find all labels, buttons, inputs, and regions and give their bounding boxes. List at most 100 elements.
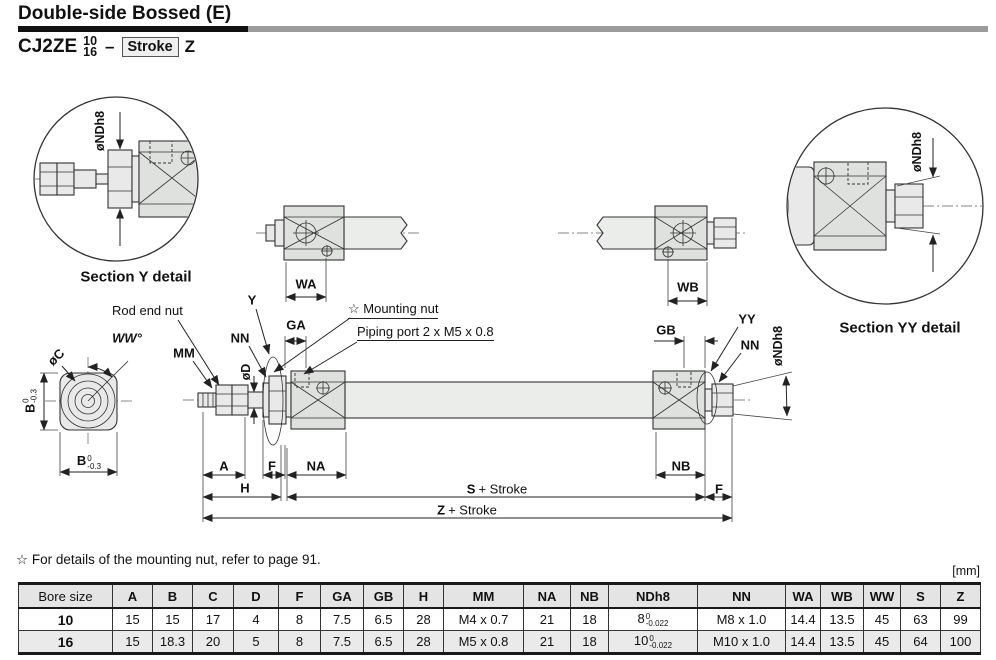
label-wb: WB: [677, 279, 699, 295]
bore-size-stack: 10 16: [83, 34, 98, 59]
plus-stroke-text: + Stroke: [478, 481, 528, 497]
col-header: F: [278, 582, 321, 609]
table-cell: 6.5: [363, 630, 404, 655]
title-underline-gray: [248, 26, 988, 32]
label-wa: WA: [295, 276, 317, 292]
col-header: WB: [820, 582, 864, 609]
table-cell: M4 x 0.7: [443, 607, 524, 631]
label-nn-left: NN: [230, 330, 250, 346]
table-cell: 18.3: [152, 630, 193, 655]
section-y-detail-drawing: [33, 96, 199, 262]
label-ndh8-section-yy: øNDh8: [910, 131, 924, 173]
table-cell: 13.5: [820, 630, 864, 655]
table-cell: 45: [863, 630, 901, 655]
col-header: Bore size: [18, 582, 113, 609]
table-cell: 45: [863, 607, 901, 631]
table-cell: 28: [403, 630, 444, 655]
col-header: NA: [523, 582, 571, 609]
leader-lines: [177, 308, 742, 389]
units-note: [mm]: [952, 564, 980, 578]
label-yy: YY: [738, 311, 756, 327]
col-header: MM: [443, 582, 524, 609]
col-header: NB: [570, 582, 609, 609]
stroke-box: Stroke: [121, 37, 179, 57]
section-yy-caption: Section YY detail: [839, 319, 961, 337]
wb-view-drawing: [558, 205, 748, 306]
label-mm: MM: [173, 345, 195, 361]
label-rod-diameter: øD: [239, 363, 253, 381]
ndh8-tol-lower: -0.022: [645, 619, 669, 629]
detail-dimensions: [250, 336, 793, 424]
table-cell: M10 x 1.0: [697, 630, 786, 655]
bore-bottom: 16: [83, 45, 98, 59]
table-cell: 7.5: [320, 607, 364, 631]
table-cell: 21: [523, 630, 571, 655]
label-ga: GA: [286, 317, 306, 333]
label-oc-diameter: øC: [44, 345, 68, 369]
table-cell: 8: [278, 607, 321, 631]
table-cell: 13.5: [820, 607, 864, 631]
col-header: NDh8: [608, 582, 698, 609]
table-cell: 8: [278, 630, 321, 655]
label-na: NA: [306, 458, 326, 474]
table-cell: M5 x 0.8: [443, 630, 524, 655]
table-cell: 18: [570, 630, 609, 655]
z-letter: Z: [437, 502, 446, 518]
b-tol-lower: -0.3: [29, 389, 38, 403]
label-ndh8-main: øNDh8: [771, 325, 785, 367]
model-suffix: Z: [184, 37, 196, 56]
col-header: WW: [863, 582, 901, 609]
b-letter: B: [76, 452, 87, 468]
col-header: A: [112, 582, 153, 609]
ndh8-tol-upper: 0: [645, 611, 651, 621]
model-number: CJ2ZE 10 16 – Stroke Z: [18, 34, 196, 59]
table-cell: 63: [900, 607, 941, 631]
label-ww-angle: WW°: [112, 330, 142, 346]
table-cell: 15: [152, 607, 193, 631]
table-cell: 99: [940, 607, 981, 631]
col-header: D: [233, 582, 279, 609]
label-mounting-nut: ☆ Mounting nut: [348, 301, 439, 319]
table-header-row: Bore size A B C D F GA GB H MM NA NB NDh…: [18, 582, 981, 609]
table-cell: 21: [523, 607, 571, 631]
label-f-right: F: [715, 481, 723, 497]
ndh8-tol-upper: 0: [649, 633, 654, 643]
table-cell: 16: [18, 630, 113, 655]
col-header: S: [900, 582, 941, 609]
col-header: B: [152, 582, 193, 609]
table-cell: 15: [112, 630, 153, 655]
label-y: Y: [247, 292, 257, 308]
table-cell: 20: [192, 630, 234, 655]
label-piping-port: Piping port 2 x M5 x 0.8: [357, 324, 494, 341]
table-row-bore-10: 10 15 15 17 4 8 7.5 6.5 28 M4 x 0.7 21 1…: [18, 607, 981, 631]
main-cylinder-drawing: [183, 356, 750, 446]
col-header: WA: [785, 582, 821, 609]
col-header: GB: [363, 582, 404, 609]
ndh8-tol-lower: -0.022: [649, 641, 673, 651]
b-letter: B: [23, 403, 37, 413]
label-z-stroke: Z+ Stroke: [437, 503, 497, 518]
b-tol-lower: -0.3: [87, 461, 102, 471]
table-cell: M8 x 1.0: [697, 607, 786, 631]
col-header: C: [192, 582, 234, 609]
table-cell: 7.5: [320, 630, 364, 655]
table-cell: 18: [570, 607, 609, 631]
label-ndh8-section-y: øNDh8: [93, 110, 107, 152]
table-cell: 10: [18, 607, 113, 631]
bore-top: 10: [83, 34, 98, 48]
table-cell: 5: [233, 630, 279, 655]
b-tol-upper: 0: [87, 454, 92, 464]
table-row-bore-16: 16 15 18.3 20 5 8 7.5 6.5 28 M5 x 0.8 21…: [18, 630, 981, 655]
ndh8-base: 8: [637, 611, 645, 627]
table-cell: 17: [192, 607, 234, 631]
col-header: Z: [940, 582, 981, 609]
table-cell: 28: [403, 607, 444, 631]
table-cell: 14.4: [785, 607, 821, 631]
label-h: H: [240, 480, 250, 496]
section-y-caption: Section Y detail: [80, 268, 192, 286]
mounting-nut-footnote: ☆ For details of the mounting nut, refer…: [16, 552, 321, 567]
